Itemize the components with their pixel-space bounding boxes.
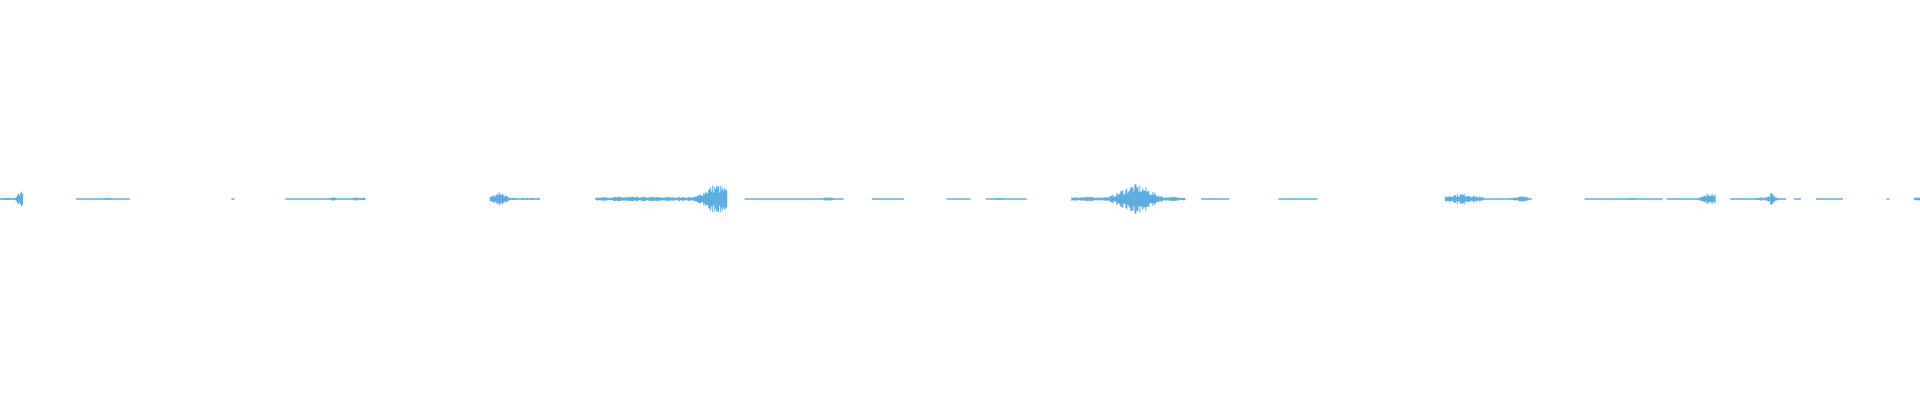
waveform-segment	[1793, 198, 1801, 200]
waveform-segment	[985, 197, 1027, 201]
waveform-segment	[0, 191, 23, 207]
waveform-segment	[1886, 198, 1890, 200]
waveform-segment	[1071, 184, 1186, 214]
waveform-segment	[946, 198, 971, 200]
waveform-segment	[1278, 198, 1318, 200]
waveform-segment	[75, 197, 130, 201]
waveform-segment	[744, 197, 844, 201]
waveform-segment	[1730, 193, 1787, 205]
waveform-segment	[1444, 193, 1532, 205]
waveform-segment	[1815, 198, 1843, 200]
waveform-segment	[595, 185, 728, 213]
waveform-segment	[871, 198, 904, 200]
waveform-segment	[285, 197, 366, 201]
waveform-segment	[489, 192, 540, 206]
waveform-segment	[1201, 198, 1230, 200]
waveform-segment	[231, 198, 235, 200]
waveform-segment	[1666, 193, 1716, 205]
waveform-segment	[1584, 197, 1663, 201]
waveform-segment	[1913, 197, 1920, 201]
